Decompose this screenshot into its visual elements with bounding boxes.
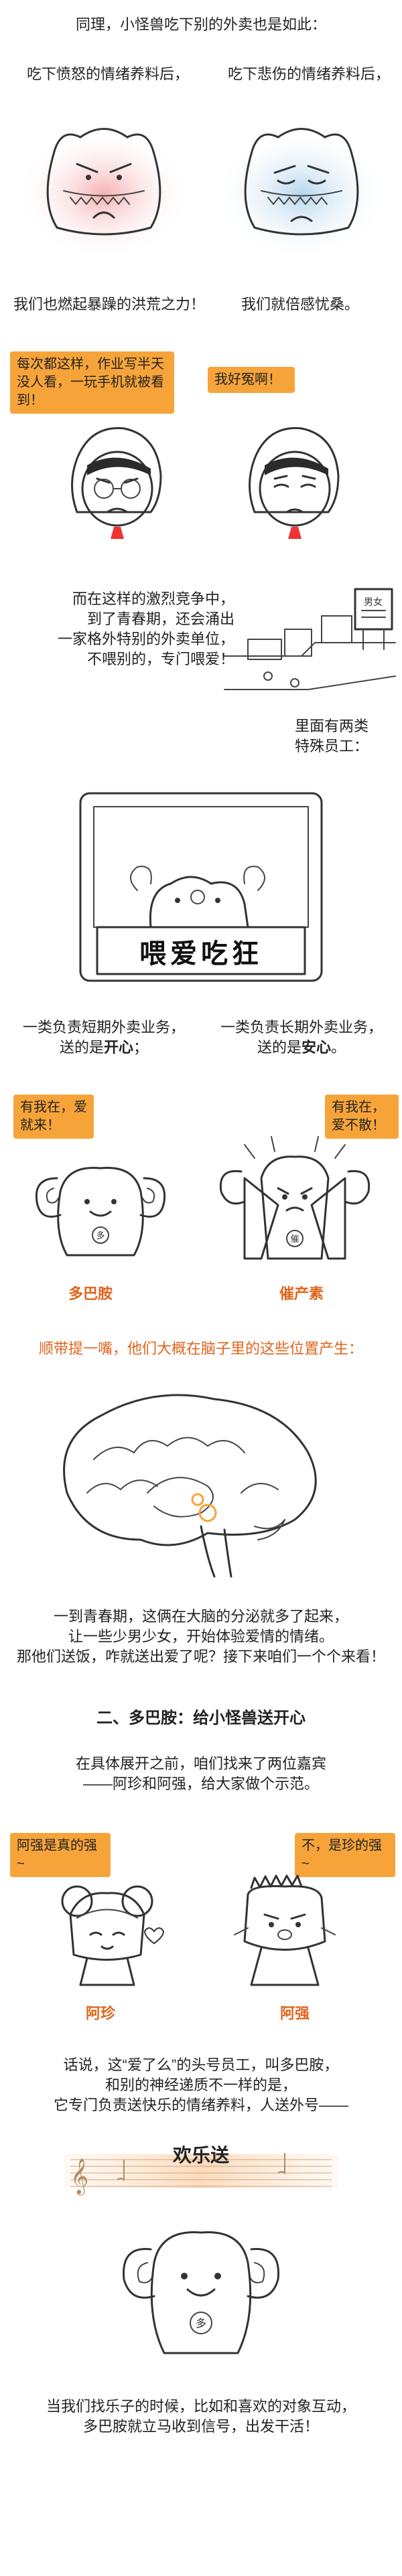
paragraph-line: 不喂别的，专门喂爱！ [86,651,234,667]
paragraph-text: 送的是 [59,1039,104,1056]
dopamine-name-label: 多巴胺 [68,1285,113,1302]
sad-monster-illustration [214,120,389,254]
svg-text:多: 多 [196,2317,206,2330]
dopamine-nickname: 欢乐送 [172,2145,229,2166]
angry-caption: 吃下愤怒的情绪养料后， [27,66,190,82]
aqiang-character-illustration [234,1874,336,1986]
paragraph-line: 到了青春期，还会涌出 [86,611,234,627]
emphasis-secure: 安心 [301,1039,331,1056]
angry-speech-bubble: 每次都这样，作业写半天没人看，一玩手机就被看到！ [10,351,174,414]
sad-result-text: 我们就倍感忧桑。 [241,296,360,313]
angry-monster-illustration [17,120,191,254]
paragraph-line: 送的是开心； [7,1038,201,1058]
section-heading-dopamine: 二、多巴胺：给小怪兽送开心 [96,1709,306,1727]
love-shop-window-illustration [79,792,323,982]
oxytocin-character-illustration: 催 [219,1136,371,1260]
sad-speech-bubble: 我好冤啊！ [208,367,295,393]
paragraph-line: 当我们找乐子的时候，比如和喜欢的对象互动， [46,2398,356,2415]
aqiang-name-label: 阿强 [279,2005,310,2022]
paragraph-text: 。 [331,1039,346,1056]
long-term-paragraph: 一类负责长期外卖业务， 送的是安心。 [204,1018,399,1058]
dopamine-badge-text: 多 [96,1230,105,1241]
paragraph-line: 一类负责短期外卖业务， [22,1019,185,1036]
brain-location-note: 顺带提一嘴，他们大概在脑子里的这些位置产生： [38,1340,363,1357]
paragraph-line: 一家格外特别的外卖单位， [57,631,234,647]
paragraph-line: 送的是安心。 [204,1038,399,1058]
sad-caption: 吃下悲伤的情绪养料后， [228,66,391,82]
angry-result-text: 我们也燃起暴躁的洪荒之力！ [13,296,206,313]
dopamine-intro-paragraph: 话说，这“爱了么”的头号员工，叫多巴胺， 和别的神经递质不一样的是， 它专门负责… [0,2055,402,2115]
intro-text: 同理，小怪兽吃下别的外卖也是如此： [75,16,326,33]
guest-intro-paragraph: 在具体展开之前，咱们找来了两位嘉宾 ——阿珍和阿强，给大家做个示范。 [0,1754,402,1794]
paragraph-line: ——阿珍和阿强，给大家做个示范。 [82,1775,319,1792]
shop-sign-title: 喂爱吃狂 [139,938,263,969]
paragraph-line: 而在这样的激烈竞争中， [72,590,234,607]
emphasis-happy: 开心 [103,1039,133,1056]
music-staff-decoration: 𝄞 [64,2153,338,2195]
angry-girl-illustration [71,427,162,539]
dopamine-action-paragraph: 当我们找乐子的时候，比如和喜欢的对象互动， 多巴胺就立马收到信号，出发干活！ [0,2397,402,2437]
paragraph-line: 和别的神经递质不一样的是， [105,2077,297,2093]
love-delivery-paragraph: 而在这样的激烈竞争中， 到了青春期，还会涌出 一家格外特别的外卖单位， 不喂别的… [34,589,234,669]
paragraph-text: 送的是 [257,1039,302,1056]
paragraph-line: 里面有两类 [295,718,369,734]
azhen-name-label: 阿珍 [85,2005,115,2022]
paragraph-line: 多巴胺就立马收到信号，出发干活！ [82,2418,319,2435]
azhen-speech-bubble: 阿强是真的强~ [10,1833,111,1877]
dopamine-character-illustration: 多 [35,1166,166,1257]
aqiang-speech-bubble: 不，是珍的强~ [295,1833,395,1877]
paragraph-line: 在具体展开之前，咱们找来了两位嘉宾 [75,1755,326,1772]
short-term-paragraph: 一类负责短期外卖业务， 送的是开心； [7,1018,201,1058]
shop-sign-text: 男女 [364,596,383,608]
brain-illustration [63,1394,317,1578]
paragraph-line: 它专门负责送快乐的情绪养料，人送外号—— [53,2097,348,2113]
dopamine-speech-bubble: 有我在，爱就来！ [13,1095,94,1139]
paragraph-line: 一到青春期，这俩在大脑的分泌就多了起来， [53,1608,348,1625]
azhen-character-illustration [61,1885,165,1986]
paragraph-text: ； [133,1039,149,1056]
paragraph-line: 那他们送饭，咋就送出爱了呢？接下来咱们一个个来看！ [16,1648,385,1665]
two-staff-paragraph: 里面有两类 特殊员工： [295,716,395,756]
puberty-paragraph: 一到青春期，这俩在大脑的分泌就多了起来， 让一些少男少女，开始体验爱情的情绪。 … [0,1607,402,1667]
street-shop-illustration: 男女 [224,588,396,690]
dopamine-large-illustration: 多 [123,2231,279,2354]
oxytocin-speech-bubble: 有我在，爱不散！ [325,1095,399,1139]
paragraph-line: 话说，这“爱了么”的头号员工，叫多巴胺， [63,2057,339,2073]
svg-text:催: 催 [290,1234,299,1244]
paragraph-line: 特殊员工： [295,738,369,754]
svg-text:𝄞: 𝄞 [70,2158,88,2195]
oxytocin-name-label: 催产素 [279,1285,324,1302]
paragraph-line: 让一些少男少女，开始体验爱情的情绪。 [68,1628,334,1645]
paragraph-line: 一类负责长期外卖业务， [220,1019,383,1036]
sad-girl-illustration [249,427,340,539]
